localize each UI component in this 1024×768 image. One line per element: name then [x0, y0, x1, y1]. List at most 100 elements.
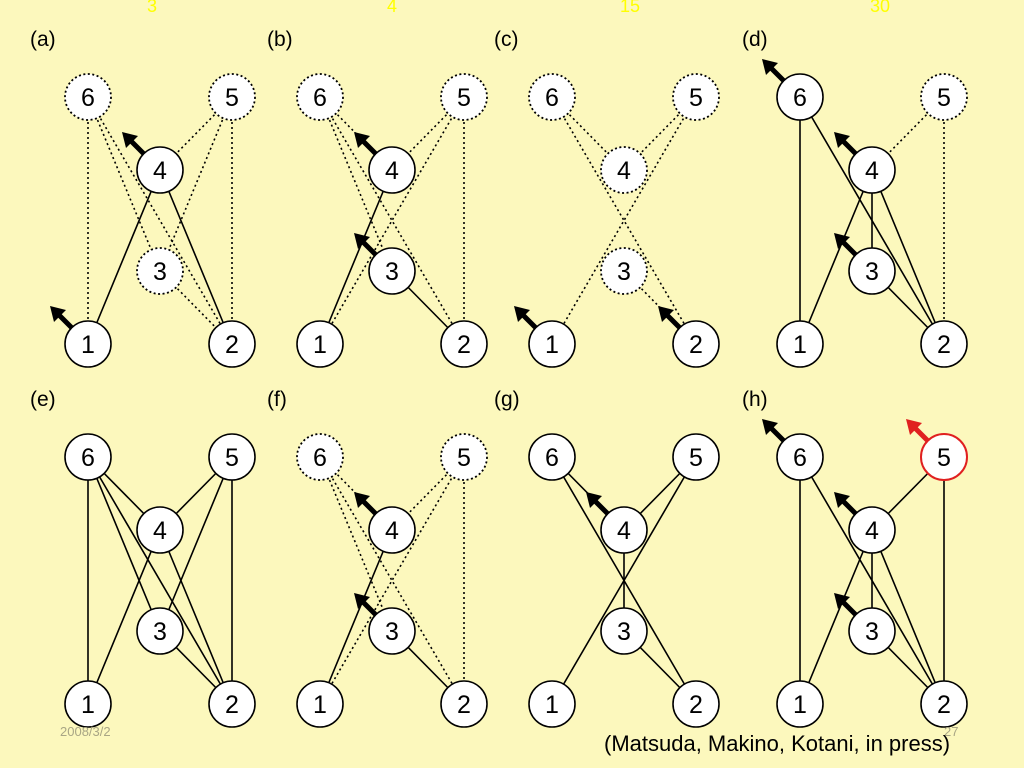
edge-6-2	[87, 96, 233, 345]
node-4-label: 4	[865, 517, 879, 545]
node-5-label: 5	[225, 444, 239, 472]
node-1-label: 1	[545, 331, 559, 359]
node-4-circle	[848, 506, 896, 554]
arrow-head-4	[354, 492, 370, 508]
node-2-circle	[672, 320, 720, 368]
arrow-head-4	[586, 492, 602, 508]
node-6-label: 6	[545, 84, 559, 112]
node-6-circle	[528, 73, 576, 121]
node-3-circle	[136, 247, 184, 295]
node-4-circle	[368, 146, 416, 194]
arrow-head-4	[834, 132, 850, 148]
node-2-label: 2	[457, 331, 471, 359]
node-2-label: 2	[457, 691, 471, 719]
citation: (Matsuda, Makino, Kotani, in press)	[604, 731, 951, 756]
top-label-1: 3	[147, 0, 157, 16]
node-4-circle	[136, 506, 184, 554]
panel-label: (b)	[267, 28, 293, 51]
node-6-circle	[64, 73, 112, 121]
node-4-label: 4	[153, 157, 167, 185]
node-2-label: 2	[689, 331, 703, 359]
node-3-circle	[368, 607, 416, 655]
panel-label: (d)	[742, 28, 768, 51]
node-4-label: 4	[153, 517, 167, 545]
node-4-label: 4	[617, 517, 631, 545]
edge-4-1	[87, 529, 161, 705]
node-4-label: 4	[385, 517, 399, 545]
edge-4-1	[319, 529, 393, 705]
node-1-label: 1	[313, 691, 327, 719]
node-5-label: 5	[457, 444, 471, 472]
arrow-head-3	[354, 233, 370, 249]
node-6-circle	[296, 433, 344, 481]
node-4-circle	[368, 506, 416, 554]
node-6-label: 6	[793, 444, 807, 472]
arrow-head-3	[834, 593, 850, 609]
panel-label: (h)	[742, 388, 768, 411]
node-5-circle	[672, 73, 720, 121]
node-4-label: 4	[865, 157, 879, 185]
node-2-label: 2	[225, 691, 239, 719]
node-4-label: 4	[385, 157, 399, 185]
edge-4-1	[319, 169, 393, 345]
edge-5-1	[551, 96, 697, 345]
top-label-3: 15	[620, 0, 640, 16]
node-6-label: 6	[793, 84, 807, 112]
node-6-circle	[296, 73, 344, 121]
footer-page-number: 27	[944, 724, 959, 739]
node-5-label: 5	[225, 84, 239, 112]
arrow-head-6	[762, 59, 778, 75]
edge-4-2	[871, 169, 945, 345]
node-3-label: 3	[865, 258, 879, 286]
node-1-circle	[528, 320, 576, 368]
node-1-label: 1	[793, 691, 807, 719]
node-3-label: 3	[385, 258, 399, 286]
node-1-label: 1	[545, 691, 559, 719]
arrow-head-2	[658, 306, 674, 322]
node-3-circle	[136, 607, 184, 655]
node-1-label: 1	[313, 331, 327, 359]
node-6-label: 6	[545, 444, 559, 472]
node-3-circle	[600, 607, 648, 655]
top-label-4: 30	[870, 0, 890, 16]
node-1-circle	[296, 680, 344, 728]
node-4-circle	[136, 146, 184, 194]
edge-6-3	[319, 96, 393, 272]
node-2-circle	[440, 320, 488, 368]
node-3-label: 3	[617, 258, 631, 286]
panel-label: (e)	[30, 388, 56, 411]
arrow-head-5	[906, 419, 922, 435]
node-3-label: 3	[617, 618, 631, 646]
node-5-circle	[208, 433, 256, 481]
node-5-label: 5	[689, 84, 703, 112]
node-1-label: 1	[81, 691, 95, 719]
node-2-circle	[920, 320, 968, 368]
edge-5-1	[319, 456, 465, 705]
node-1-circle	[528, 680, 576, 728]
arrow-head-4	[354, 132, 370, 148]
node-3-circle	[848, 247, 896, 295]
node-2-circle	[208, 320, 256, 368]
edge-4-1	[799, 169, 873, 345]
node-1-label: 1	[81, 331, 95, 359]
node-5-label: 5	[937, 84, 951, 112]
node-5-label: 5	[457, 84, 471, 112]
edge-4-2	[871, 529, 945, 705]
node-5-circle	[440, 73, 488, 121]
panel-b: (b) 6 5 4 3 1 2	[267, 28, 488, 368]
node-2-circle	[672, 680, 720, 728]
arrow-head-4	[122, 132, 138, 148]
node-6-label: 6	[313, 84, 327, 112]
edge-6-2	[87, 456, 233, 705]
edge-5-3	[159, 96, 233, 272]
node-2-label: 2	[689, 691, 703, 719]
edge-6-2	[319, 456, 465, 705]
panel-label: (g)	[494, 388, 520, 411]
edge-4-1	[87, 169, 161, 345]
node-1-circle	[296, 320, 344, 368]
node-2-label: 2	[937, 331, 951, 359]
